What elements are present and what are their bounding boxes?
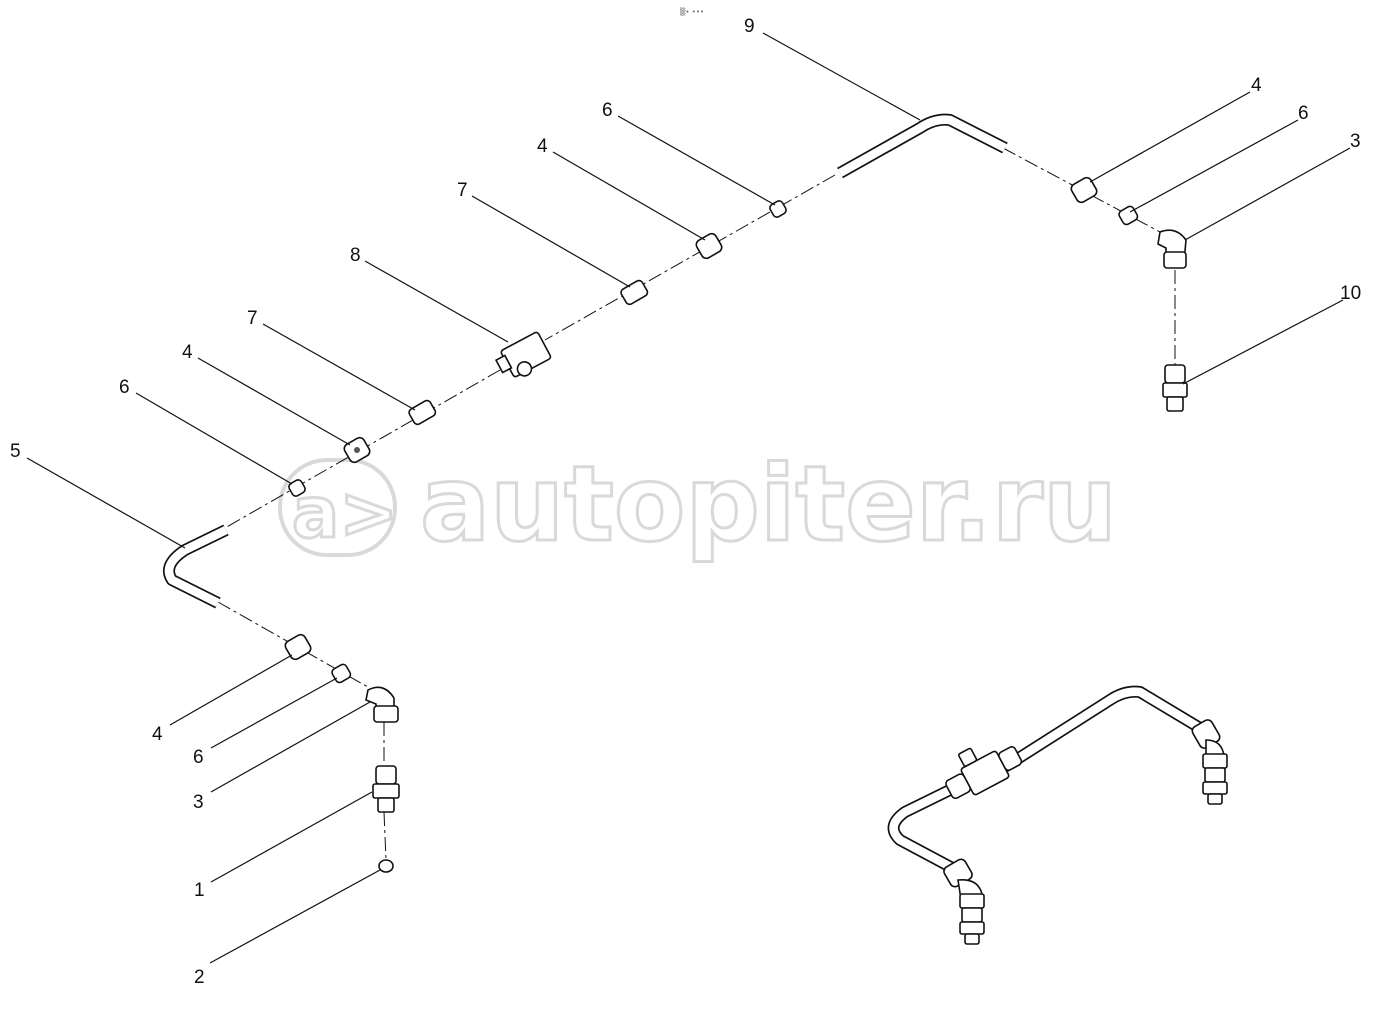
callout-9: 9 xyxy=(744,16,755,37)
callout-7-upper: 7 xyxy=(457,180,468,201)
callout-3-lower: 3 xyxy=(193,792,204,813)
callout-4-right: 4 xyxy=(1251,75,1262,96)
callout-5: 5 xyxy=(10,441,21,462)
ring-6-mid xyxy=(288,479,306,497)
callout-6-lower: 6 xyxy=(193,747,204,768)
callout-4-lower: 4 xyxy=(152,724,163,745)
tube-5 xyxy=(163,524,229,609)
callout-4-mid: 4 xyxy=(182,342,193,363)
callout-8: 8 xyxy=(350,245,361,266)
ring-6-right xyxy=(1118,205,1139,226)
callout-6-upper: 6 xyxy=(602,100,613,121)
union-7-upper xyxy=(620,279,649,306)
callout-4-upper: 4 xyxy=(537,136,548,157)
nut-4-right xyxy=(1070,176,1098,204)
callouts: 9 4 6 3 6 4 7 8 7 4 6 5 10 4 6 3 1 2 xyxy=(10,16,1361,988)
leader-lines xyxy=(26,32,1351,964)
connector-10 xyxy=(1162,364,1188,412)
washer-2 xyxy=(378,859,394,873)
union-7-lower xyxy=(408,399,437,426)
assembled-view xyxy=(887,685,1228,945)
callout-1: 1 xyxy=(194,880,205,901)
callout-2: 2 xyxy=(194,967,205,988)
nut-4-lower xyxy=(284,633,312,661)
ring-6-lower xyxy=(331,663,352,684)
watermark: a> autopiter.ru xyxy=(278,442,1119,567)
watermark-text: autopiter.ru xyxy=(420,443,1117,565)
watermark-logo xyxy=(278,458,397,557)
callout-7-lower: 7 xyxy=(247,308,258,329)
callout-6-right: 6 xyxy=(1298,103,1309,124)
corner-mark: ▒• ••• xyxy=(680,7,704,16)
callout-10: 10 xyxy=(1340,283,1361,304)
watermark-logo-glyph: a> xyxy=(292,472,398,554)
elbow-3-right xyxy=(1157,229,1187,269)
exploded-parts xyxy=(284,176,1188,873)
elbow-3-lower xyxy=(365,686,399,723)
connector-1 xyxy=(372,765,400,813)
tee-8 xyxy=(494,331,552,378)
nut-4-upper xyxy=(695,232,723,260)
callout-3-right: 3 xyxy=(1350,131,1361,152)
tube-9 xyxy=(837,113,1008,179)
callout-6-mid: 6 xyxy=(119,377,130,398)
